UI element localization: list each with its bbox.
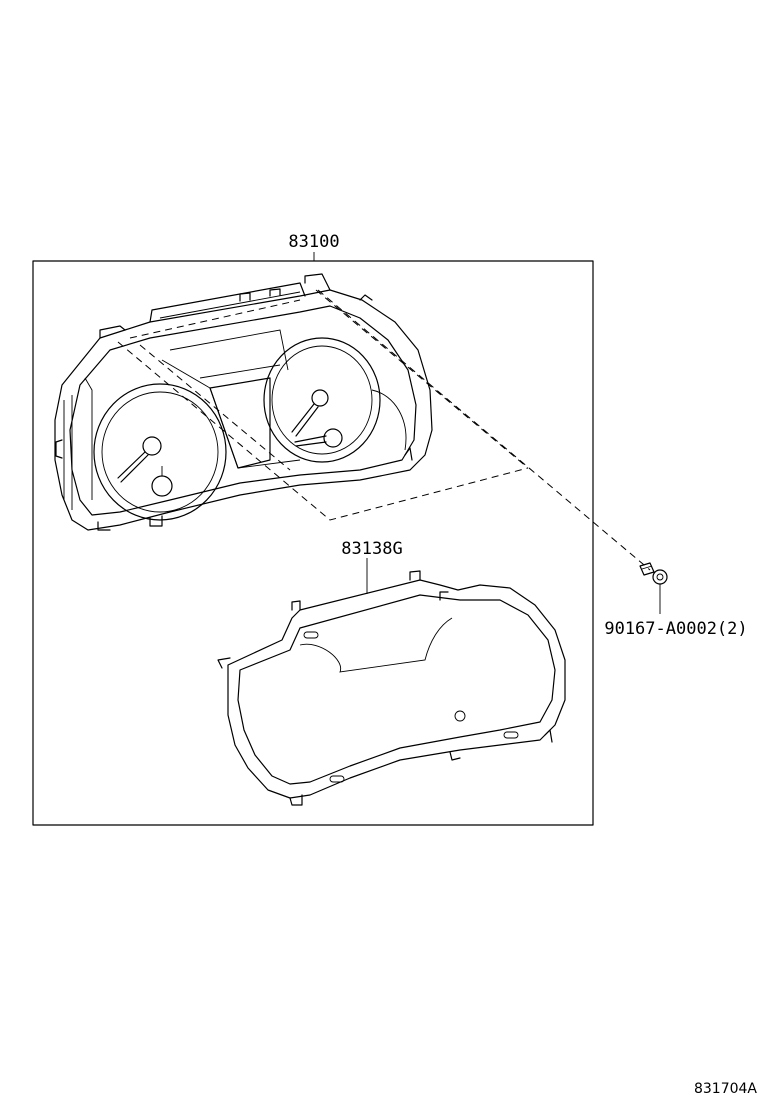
lens-cover (217, 570, 566, 806)
gauge-cluster-housing (54, 273, 433, 531)
screw-dashed-leader (317, 289, 651, 571)
left-gauge (93, 383, 227, 521)
assembly-dashed-lines (117, 289, 529, 521)
illustration-code: 831704A (694, 1081, 757, 1097)
screw-icon (639, 562, 668, 585)
right-gauge (263, 337, 407, 463)
label-90167-A0002[interactable]: 90167-A0002(2) (604, 619, 747, 639)
label-83138G[interactable]: 83138G (341, 539, 402, 559)
assembly-frame (32, 260, 594, 826)
label-83100[interactable]: 83100 (288, 232, 339, 252)
